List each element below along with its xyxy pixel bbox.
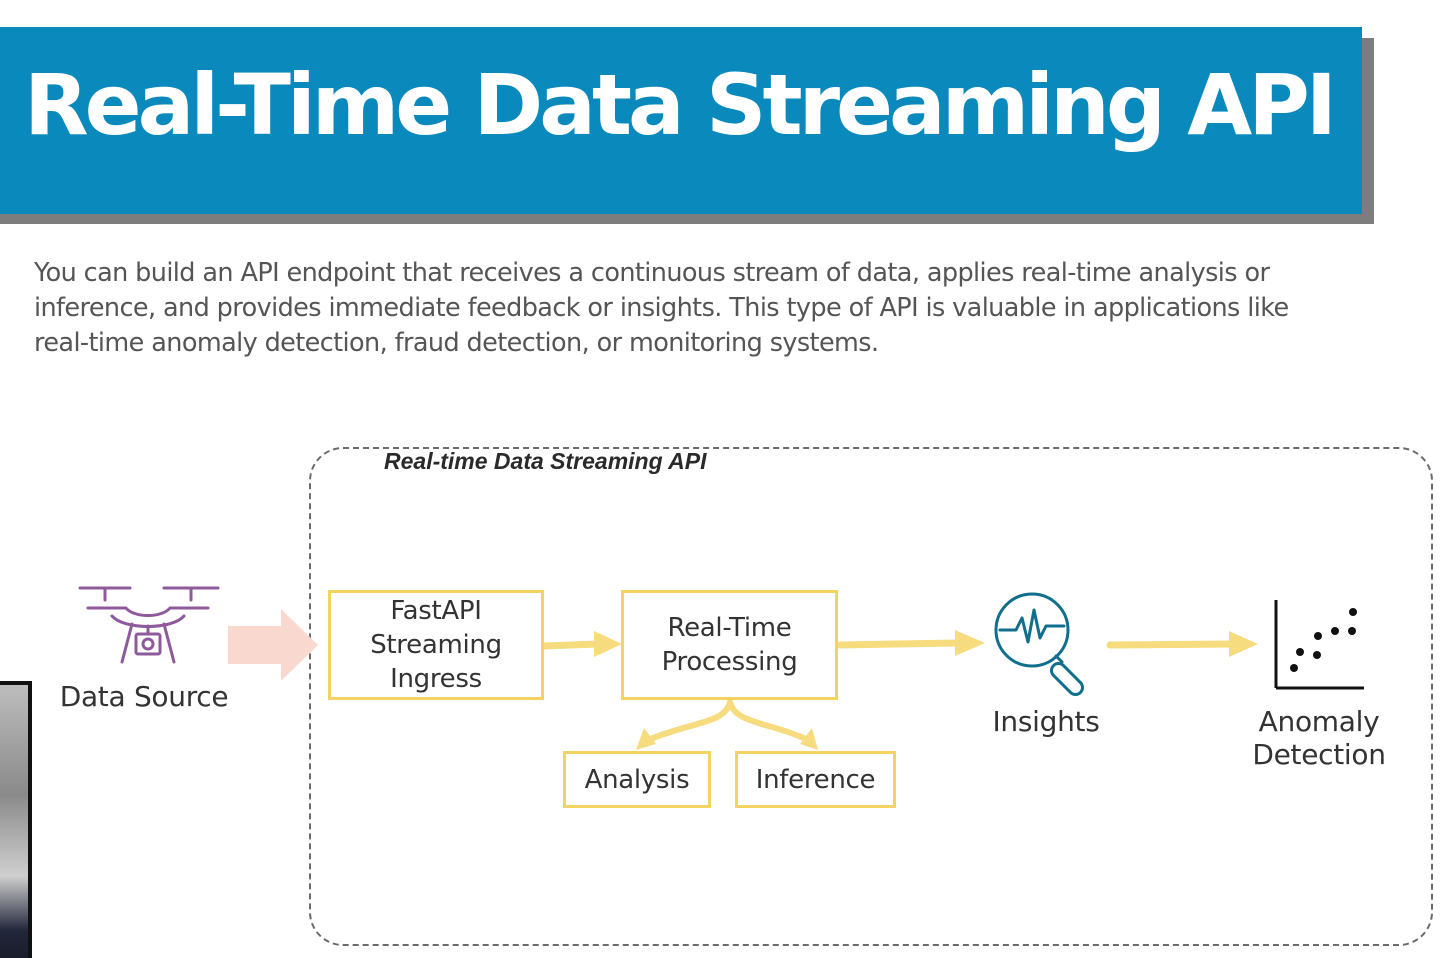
inference-node: Inference — [735, 751, 896, 808]
diagram-frame — [309, 447, 1433, 946]
anomaly-label: Anomaly Detection — [1240, 705, 1398, 771]
drone-icon — [78, 586, 220, 664]
inference-label: Inference — [755, 764, 876, 795]
page-title: Real-Time Data Streaming API — [24, 56, 1337, 154]
ingress-line-3: Ingress — [390, 664, 482, 694]
anomaly-line-1: Anomaly — [1258, 705, 1380, 738]
source-arrow — [228, 609, 318, 681]
ingress-line-1: FastAPI — [390, 596, 482, 626]
description-text: You can build an API endpoint that recei… — [34, 258, 1289, 358]
presenter-webcam — [0, 681, 32, 958]
anomaly-line-2: Detection — [1252, 738, 1386, 771]
diagram-frame-title: Real-time Data Streaming API — [384, 448, 707, 474]
analysis-node: Analysis — [563, 751, 711, 808]
insights-label: Insights — [992, 705, 1100, 738]
processing-node: Real-Time Processing — [621, 590, 838, 700]
title-banner — [0, 27, 1362, 214]
ingress-line-2: Streaming — [370, 630, 502, 660]
processing-line-1: Real-Time — [667, 613, 792, 643]
ingress-node: FastAPI Streaming Ingress — [328, 590, 544, 700]
data-source-label: Data Source — [59, 680, 229, 713]
processing-line-2: Processing — [661, 647, 798, 677]
analysis-label: Analysis — [584, 764, 690, 795]
